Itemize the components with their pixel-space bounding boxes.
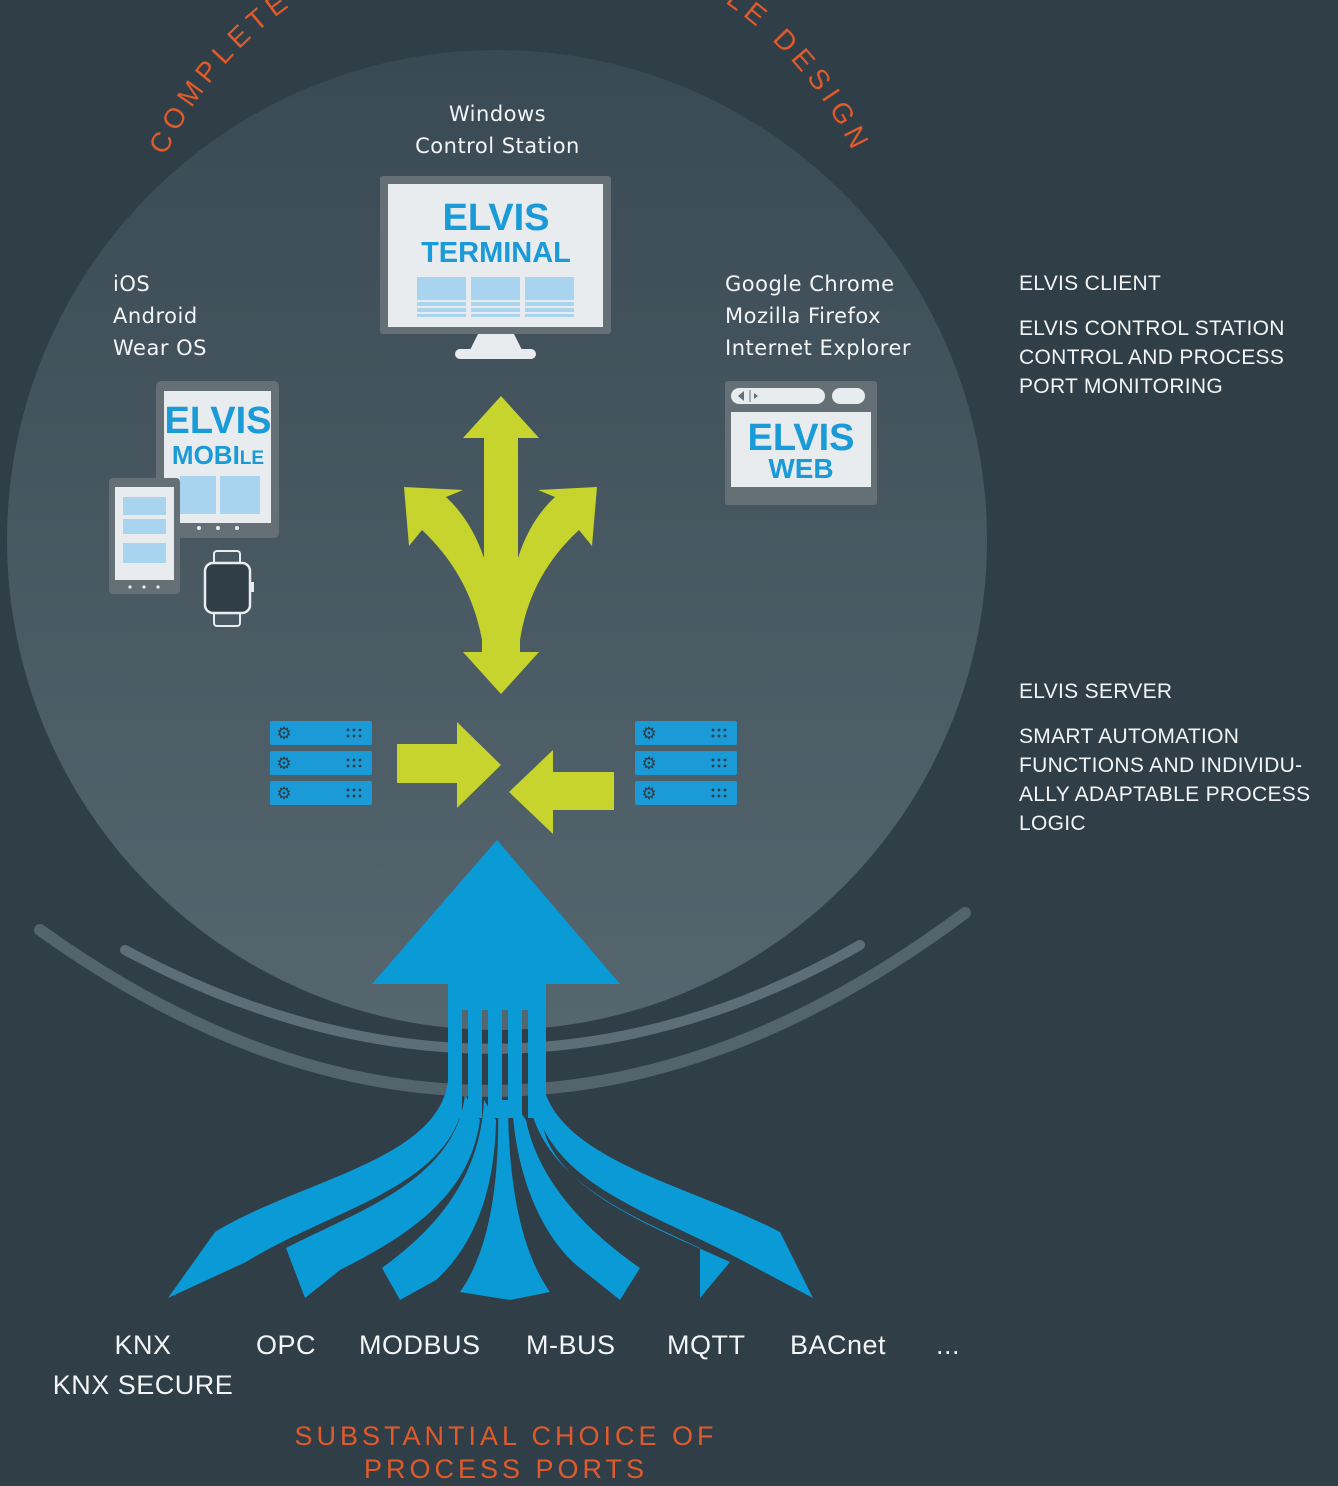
port-mqtt: MQTT — [667, 1330, 746, 1360]
server-unit: ⚙ — [635, 751, 737, 775]
status-led — [717, 764, 721, 768]
server-unit: ⚙ — [270, 751, 372, 775]
mobile-product: MOBILE — [172, 440, 264, 470]
status-led — [346, 788, 350, 792]
web-brand: ELVIS — [748, 417, 855, 459]
mobile-devices: ELVIS MOBILE — [109, 381, 279, 627]
gear-icon: ⚙ — [276, 784, 291, 804]
status-led — [358, 728, 362, 732]
server-unit: ⚙ — [635, 721, 737, 745]
status-led — [352, 764, 356, 768]
web-product: WEB — [768, 453, 833, 484]
server-unit: ⚙ — [270, 721, 372, 745]
status-led — [723, 758, 727, 762]
status-led — [717, 734, 721, 738]
port-modbus: MODBUS — [359, 1330, 481, 1360]
client-info: ELVIS CLIENT ELVIS CONTROL STATION CONTR… — [1019, 269, 1285, 401]
status-led — [346, 728, 350, 732]
server-right-arrow — [509, 750, 614, 834]
status-led — [717, 788, 721, 792]
status-led — [352, 734, 356, 738]
status-led — [711, 758, 715, 762]
status-led — [723, 764, 727, 768]
status-led — [358, 758, 362, 762]
server-stack-right: ⚙ ⚙ ⚙ — [635, 721, 737, 805]
status-led — [352, 758, 356, 762]
status-led — [711, 794, 715, 798]
client-distribution-arrow — [404, 396, 597, 694]
server-info-line: ALLY ADAPTABLE PROCESS — [1019, 783, 1311, 806]
server-unit: ⚙ — [270, 781, 372, 805]
server-info-line: LOGIC — [1019, 812, 1086, 835]
server-info-title: ELVIS SERVER — [1019, 680, 1173, 703]
gear-icon: ⚙ — [641, 784, 656, 804]
server-left-arrow — [397, 722, 501, 808]
status-led — [346, 758, 350, 762]
gear-icon: ⚙ — [276, 724, 291, 744]
port-opc: OPC — [256, 1330, 317, 1360]
client-info-title: ELVIS CLIENT — [1019, 272, 1162, 295]
client-info-line: CONTROL AND PROCESS — [1019, 346, 1285, 369]
status-led — [717, 728, 721, 732]
status-led — [346, 794, 350, 798]
status-led — [711, 788, 715, 792]
web-browser: ELVIS WEB — [725, 381, 877, 505]
status-led — [352, 788, 356, 792]
status-led — [711, 728, 715, 732]
process-data-flow — [168, 840, 813, 1300]
server-stack-left: ⚙ ⚙ ⚙ — [270, 721, 372, 805]
port-more: ... — [936, 1330, 961, 1360]
status-led — [346, 734, 350, 738]
status-led — [717, 794, 721, 798]
status-led — [711, 734, 715, 738]
status-led — [723, 728, 727, 732]
client-info-line: PORT MONITORING — [1019, 375, 1224, 398]
status-led — [352, 728, 356, 732]
server-unit: ⚙ — [635, 781, 737, 805]
status-led — [723, 734, 727, 738]
status-led — [358, 764, 362, 768]
port-mbus: M-BUS — [526, 1330, 616, 1360]
status-led — [358, 794, 362, 798]
status-led — [352, 794, 356, 798]
status-led — [723, 794, 727, 798]
port-bacnet: BACnet — [790, 1330, 887, 1360]
status-led — [346, 764, 350, 768]
terminal-brand: ELVIS — [443, 197, 550, 239]
server-info-line: SMART AUTOMATION — [1019, 725, 1240, 748]
status-led — [717, 758, 721, 762]
status-led — [723, 788, 727, 792]
client-info-line: ELVIS CONTROL STATION — [1019, 317, 1285, 340]
status-led — [358, 734, 362, 738]
server-info: ELVIS SERVER SMART AUTOMATION FUNCTIONS … — [1019, 677, 1310, 838]
mobile-brand: ELVIS — [165, 400, 272, 442]
server-info-line: FUNCTIONS AND INDIVIDU- — [1019, 754, 1303, 777]
status-led — [711, 764, 715, 768]
gear-icon: ⚙ — [641, 754, 656, 774]
gear-icon: ⚙ — [641, 724, 656, 744]
status-led — [358, 788, 362, 792]
gear-icon: ⚙ — [276, 754, 291, 774]
terminal-product: TERMINAL — [421, 237, 571, 269]
terminal-monitor: ELVIS TERMINAL — [380, 176, 611, 359]
